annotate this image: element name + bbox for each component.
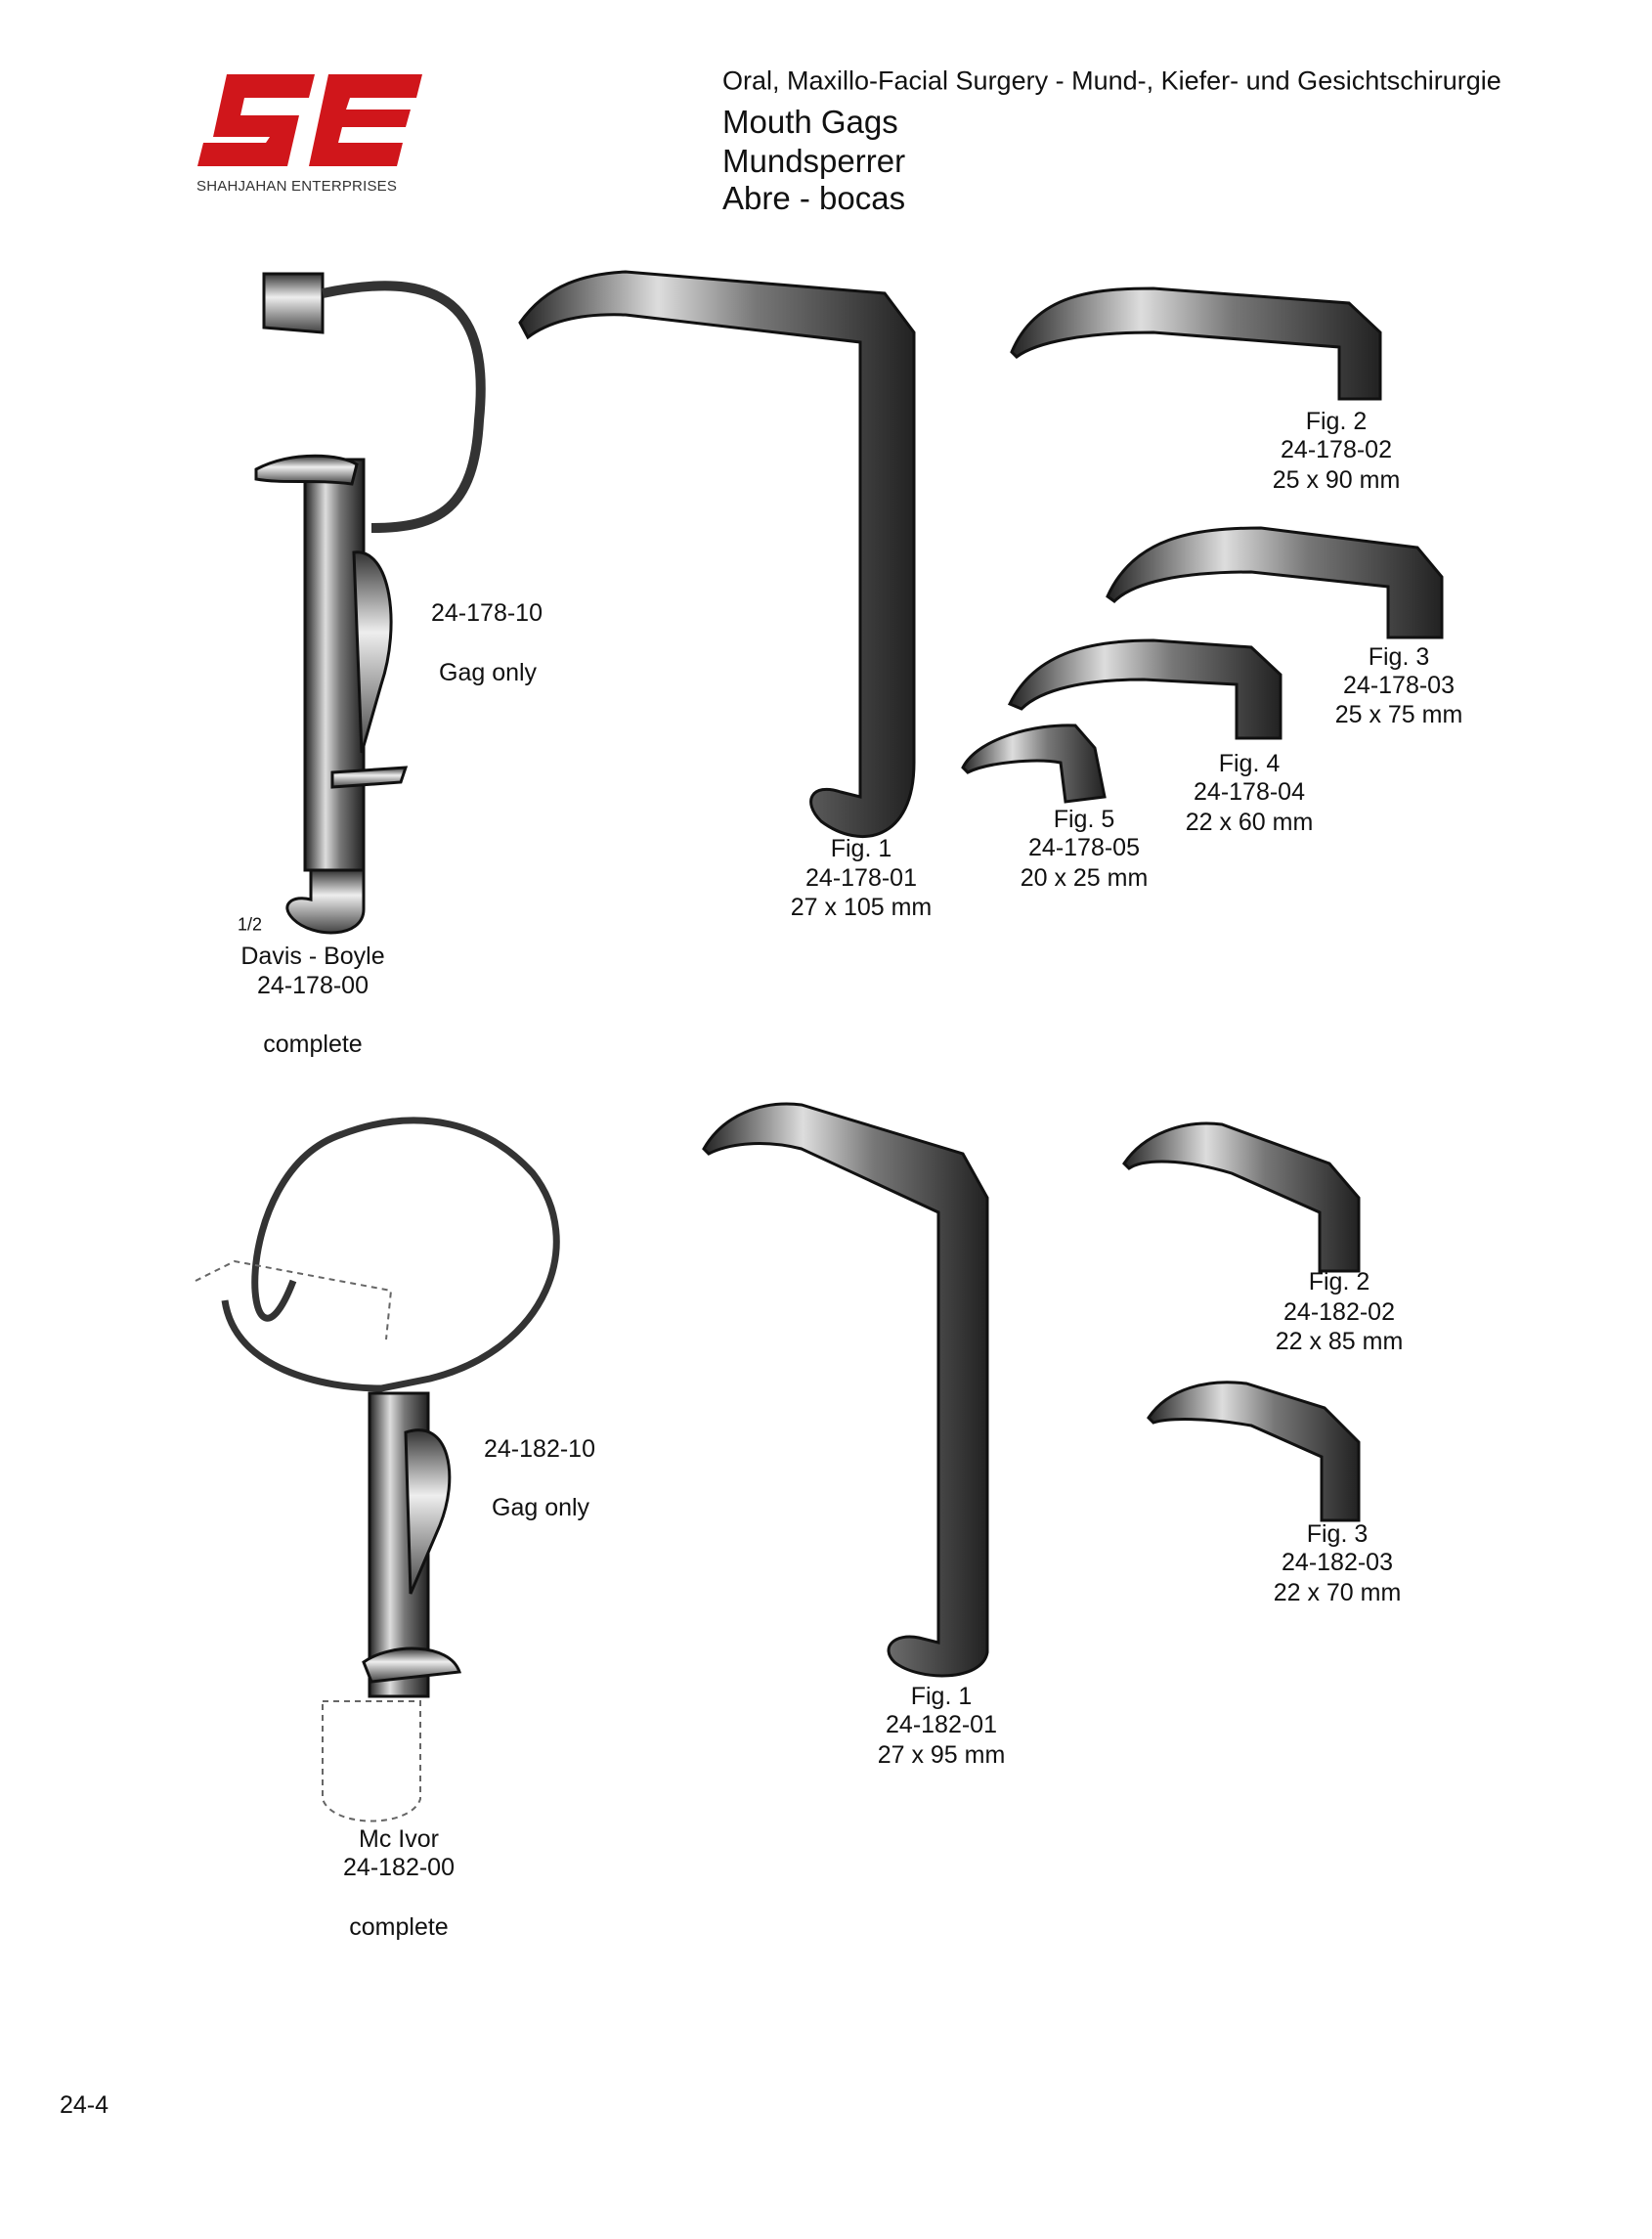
fig-size: 22 x 70 mm xyxy=(1273,1579,1402,1606)
davis-note: complete xyxy=(263,1031,363,1058)
fig-code: 24-182-01 xyxy=(886,1711,997,1738)
fig-size: 22 x 60 mm xyxy=(1185,809,1314,836)
fig-number: Fig. 3 xyxy=(1368,643,1430,671)
fig-number: Fig. 1 xyxy=(910,1683,973,1710)
davis-scale: 1/2 xyxy=(238,914,263,935)
title-german: Mundsperrer xyxy=(722,143,906,179)
category-heading: Oral, Maxillo-Facial Surgery - Mund-, Ki… xyxy=(722,66,1501,96)
blade-24-178-04 xyxy=(1007,638,1282,740)
davis-gag-code: 24-178-10 xyxy=(431,599,543,627)
fig-number: Fig. 3 xyxy=(1306,1520,1369,1548)
fig-number: Fig. 5 xyxy=(1053,806,1115,833)
fig-number: Fig. 1 xyxy=(830,835,892,862)
title-spanish: Abre - bocas xyxy=(722,180,906,216)
blade-24-182-03 xyxy=(1147,1381,1361,1522)
company-name: SHAHJAHAN ENTERPRISES xyxy=(196,178,398,195)
fig-size: 20 x 25 mm xyxy=(1020,864,1149,892)
fig-code: 24-178-02 xyxy=(1281,436,1392,463)
fig-code: 24-178-03 xyxy=(1343,672,1455,699)
fig-code: 24-178-05 xyxy=(1028,834,1140,861)
mc-ivor-gag-drawing xyxy=(195,1117,560,1822)
fig-code: 24-182-03 xyxy=(1282,1549,1393,1576)
se-logo-mark xyxy=(197,74,422,166)
blade-24-182-02 xyxy=(1122,1121,1361,1273)
fig-size: 27 x 105 mm xyxy=(790,894,933,921)
fig-code: 24-178-04 xyxy=(1194,778,1305,806)
fig-number: Fig. 2 xyxy=(1308,1268,1370,1295)
page-number: 24-4 xyxy=(60,2091,109,2119)
davis-code: 24-178-00 xyxy=(257,972,369,999)
mcivor-name: Mc Ivor xyxy=(359,1825,439,1853)
mcivor-gag-code: 24-182-10 xyxy=(484,1435,595,1463)
fig-number: Fig. 2 xyxy=(1305,408,1368,435)
mcivor-note: complete xyxy=(349,1913,449,1941)
blade-24-178-01 xyxy=(518,270,916,838)
blade-24-178-03 xyxy=(1106,526,1444,639)
fig-size: 22 x 85 mm xyxy=(1275,1328,1404,1355)
blade-24-178-02 xyxy=(1010,286,1382,401)
davis-gag-note: Gag only xyxy=(439,659,538,686)
fig-size: 27 x 95 mm xyxy=(877,1741,1006,1769)
mcivor-gag-note: Gag only xyxy=(492,1494,590,1521)
davis-name: Davis - Boyle xyxy=(240,943,385,970)
blade-24-182-01 xyxy=(702,1102,989,1678)
mcivor-code: 24-182-00 xyxy=(343,1854,455,1881)
fig-code: 24-178-01 xyxy=(805,864,917,892)
fig-size: 25 x 90 mm xyxy=(1272,466,1401,494)
fig-size: 25 x 75 mm xyxy=(1334,701,1463,728)
fig-code: 24-182-02 xyxy=(1283,1298,1395,1326)
title-english: Mouth Gags xyxy=(722,104,898,140)
davis-boyle-gag-drawing xyxy=(254,272,486,935)
fig-number: Fig. 4 xyxy=(1218,750,1281,777)
blade-24-178-05 xyxy=(961,724,1107,804)
